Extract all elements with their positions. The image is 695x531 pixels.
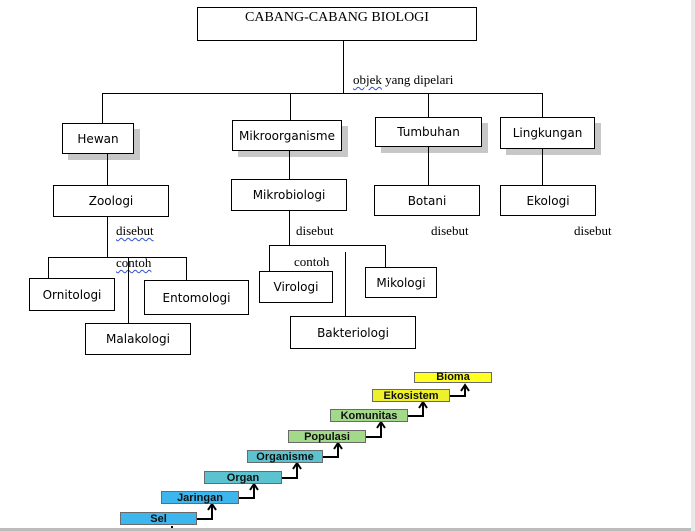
- connector: [345, 252, 346, 316]
- example-box-entomologi: Entomologi: [144, 280, 249, 315]
- science-box-ekologi: Ekologi: [500, 185, 596, 216]
- connector: [428, 93, 429, 117]
- science-label: Zoologi: [88, 194, 134, 208]
- example-label: Mikologi: [376, 275, 426, 290]
- contoh-label: contoh: [294, 254, 330, 269]
- title-text: CABANG-CABANG BIOLOGI: [245, 10, 429, 25]
- connector: [289, 151, 290, 179]
- connector: [343, 41, 344, 93]
- level-bioma: Bioma: [414, 372, 492, 383]
- example-box-malakologi: Malakologi: [85, 323, 191, 355]
- level-organisme: Organisme: [247, 450, 323, 463]
- disebut-label: disebut: [296, 223, 334, 238]
- branch-box-hewan: Hewan: [62, 123, 134, 154]
- step-arrow-head: [418, 400, 428, 409]
- connector: [290, 93, 291, 120]
- root-connector-label: objek yang dipelari: [353, 72, 453, 88]
- connector: [102, 93, 542, 94]
- branch-box-lingkungan: Lingkungan: [500, 117, 595, 149]
- connector: [48, 257, 187, 258]
- branch-label: Tumbuhan: [397, 125, 460, 139]
- branch-label: Lingkungan: [512, 126, 583, 140]
- example-box-bakteriologi: Bakteriologi: [290, 316, 416, 349]
- disebut-label: disebut: [116, 223, 154, 238]
- step-arrow-head: [376, 420, 386, 429]
- root-connector-word: objek: [353, 72, 382, 87]
- contoh-label: contoh: [116, 255, 152, 270]
- step-arrow-head: [249, 482, 259, 491]
- connector: [128, 257, 129, 323]
- example-label: Malakologi: [106, 332, 170, 346]
- level-komunitas: Komunitas: [330, 409, 408, 422]
- step-arrow: [197, 506, 213, 520]
- level-jaringan: Jaringan: [161, 491, 239, 504]
- connector: [269, 245, 385, 246]
- connector: [107, 154, 108, 185]
- step-arrow: [450, 387, 466, 397]
- branch-label: Hewan: [77, 131, 119, 146]
- connector: [289, 211, 290, 245]
- title-box: CABANG-CABANG BIOLOGI: [197, 7, 477, 41]
- step-arrow: [239, 486, 255, 499]
- window-edge: [0, 528, 695, 531]
- level-sel: Sel: [120, 512, 197, 525]
- connector: [542, 93, 543, 117]
- disebut-label: disebut: [574, 223, 612, 238]
- level-populasi: Populasi: [288, 430, 366, 443]
- disebut-label: disebut: [431, 223, 469, 238]
- connector: [102, 93, 103, 123]
- connector: [542, 149, 543, 185]
- science-box-mikrobiologi: Mikrobiologi: [231, 179, 347, 211]
- step-arrow: [366, 424, 382, 438]
- step-arrow-head: [292, 461, 302, 470]
- example-box-ornitologi: Ornitologi: [29, 278, 115, 311]
- step-arrow-head: [333, 441, 343, 450]
- connector: [107, 217, 108, 257]
- step-arrow: [408, 404, 424, 417]
- root-connector-rest: yang dipelari: [381, 72, 454, 87]
- example-box-virologi: Virologi: [259, 271, 333, 303]
- branch-box-tumbuhan: Tumbuhan: [375, 117, 482, 147]
- example-label: Bakteriologi: [317, 325, 389, 340]
- branch-box-mikroorganisme: Mikroorganisme: [232, 120, 342, 151]
- science-label: Botani: [407, 193, 447, 208]
- connector: [48, 257, 49, 278]
- level-organ: Organ: [204, 471, 282, 484]
- example-label: Virologi: [273, 280, 319, 294]
- step-arrow: [282, 465, 298, 479]
- example-box-mikologi: Mikologi: [365, 267, 437, 298]
- connector: [186, 257, 187, 280]
- science-label: Ekologi: [526, 193, 570, 208]
- branch-label: Mikroorganisme: [239, 128, 335, 143]
- connector: [385, 245, 386, 267]
- science-box-botani: Botani: [374, 185, 480, 216]
- example-label: Ornitologi: [42, 287, 102, 302]
- science-box-zoologi: Zoologi: [53, 185, 169, 217]
- level-ekosistem: Ekosistem: [372, 389, 450, 402]
- connector: [269, 245, 270, 271]
- step-arrow: [323, 445, 339, 458]
- example-label: Entomologi: [162, 290, 231, 305]
- window-edge: [691, 0, 695, 531]
- step-arrow-head: [460, 383, 470, 392]
- step-arrow-head: [207, 502, 217, 511]
- science-label: Mikrobiologi: [252, 188, 326, 202]
- connector: [428, 147, 429, 185]
